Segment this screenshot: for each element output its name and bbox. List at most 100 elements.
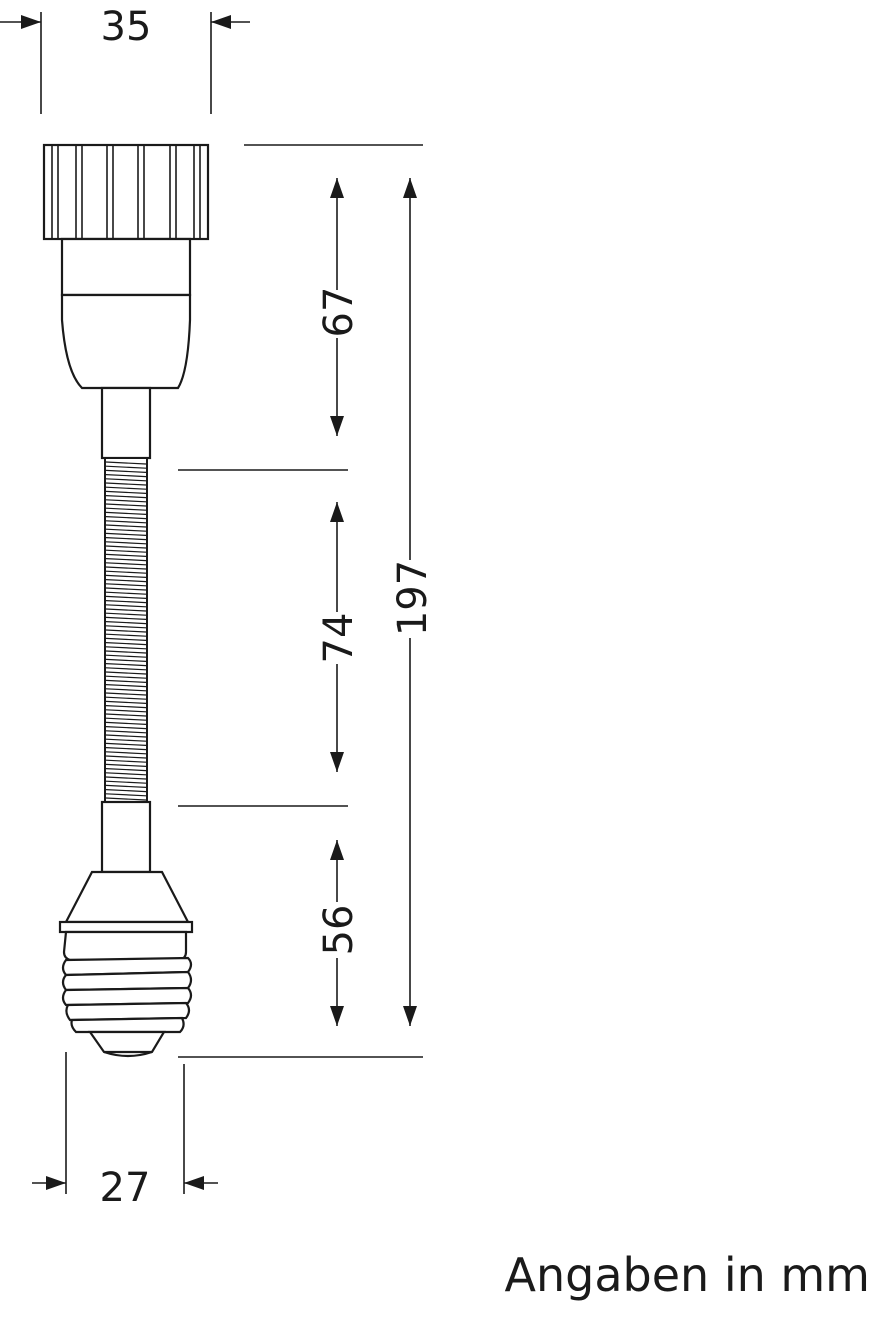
- coil-line: [105, 646, 147, 650]
- coil-line: [105, 616, 147, 620]
- coil-line: [105, 608, 147, 612]
- coil-line: [105, 793, 147, 797]
- coil-line: [105, 650, 147, 654]
- coil-line: [105, 490, 147, 494]
- coil-line: [105, 772, 147, 776]
- socket-body: [60, 293, 192, 390]
- dimension-lines: [0, 12, 423, 1194]
- coil-line: [105, 583, 147, 587]
- coil-line: [105, 768, 147, 772]
- coil-line: [105, 692, 147, 696]
- coil-line: [105, 679, 147, 683]
- coil-line: [105, 465, 147, 469]
- coil-line: [105, 654, 147, 658]
- coil-line: [105, 507, 147, 511]
- coil-line: [105, 667, 147, 671]
- lower-sleeve: [100, 800, 152, 874]
- coil-line: [105, 566, 147, 570]
- coil-line: [105, 717, 147, 721]
- coil-line: [105, 495, 147, 499]
- coil-line: [105, 675, 147, 679]
- middle-section-label: 74: [316, 613, 362, 664]
- socket-ring: [42, 143, 210, 241]
- base-collar: [58, 920, 194, 934]
- upper-sleeve: [100, 386, 152, 460]
- coil-line: [105, 759, 147, 763]
- lower-section-label: 56: [316, 905, 362, 956]
- bottom-width-label: 27: [100, 1165, 151, 1211]
- coil-line: [105, 705, 147, 709]
- coil-line: [105, 663, 147, 667]
- coil-line: [105, 516, 147, 520]
- coil-line: [105, 579, 147, 583]
- coil-line: [105, 511, 147, 515]
- coil-line: [105, 625, 147, 629]
- coil-line: [105, 595, 147, 599]
- coil-line: [105, 629, 147, 633]
- coil-line: [105, 797, 147, 801]
- coil-line: [105, 621, 147, 625]
- coil-line: [105, 637, 147, 641]
- lamp-socket-adapter: [42, 143, 210, 1058]
- coil-line: [105, 789, 147, 793]
- coil-line: [105, 688, 147, 692]
- coil-line: [105, 604, 147, 608]
- coil-line: [105, 562, 147, 566]
- socket-neck: [60, 237, 192, 297]
- coil-line: [105, 469, 147, 473]
- gooseneck: [104, 457, 148, 803]
- screw-thread: [61, 930, 193, 1058]
- coil-line: [105, 742, 147, 746]
- coil-line: [105, 700, 147, 704]
- coil-line: [105, 642, 147, 646]
- coil-line: [105, 549, 147, 553]
- coil-line: [105, 553, 147, 557]
- base-cone: [64, 870, 190, 924]
- coil-line: [105, 734, 147, 738]
- coil-line: [105, 726, 147, 730]
- coil-line: [105, 591, 147, 595]
- unit-note: Angaben in mm: [504, 1248, 870, 1302]
- coil-line: [105, 696, 147, 700]
- coil-line: [105, 478, 147, 482]
- coil-line: [105, 528, 147, 532]
- coil-line: [105, 684, 147, 688]
- coil-line: [105, 730, 147, 734]
- coil-line: [105, 633, 147, 637]
- coil-line: [105, 532, 147, 536]
- coil-line: [105, 461, 147, 465]
- coil-line: [105, 721, 147, 725]
- coil-line: [105, 499, 147, 503]
- coil-line: [105, 558, 147, 562]
- coil-line: [105, 751, 147, 755]
- coil-line: [105, 537, 147, 541]
- coil-line: [105, 541, 147, 545]
- coil-line: [105, 709, 147, 713]
- coil-line: [105, 755, 147, 759]
- coil-line: [105, 658, 147, 662]
- upper-section-label: 67: [316, 287, 362, 338]
- total-height-label: 197: [390, 560, 436, 636]
- coil-line: [105, 524, 147, 528]
- coil-line: [105, 747, 147, 751]
- coil-line: [105, 763, 147, 767]
- coil-line: [105, 587, 147, 591]
- coil-line: [105, 503, 147, 507]
- coil-line: [105, 570, 147, 574]
- top-width-label: 35: [101, 4, 152, 50]
- coil-line: [105, 600, 147, 604]
- coil-line: [105, 482, 147, 486]
- coil-line: [105, 671, 147, 675]
- coil-line: [105, 574, 147, 578]
- coil-line: [105, 784, 147, 788]
- coil-line: [105, 738, 147, 742]
- coil-line: [105, 520, 147, 524]
- coil-line: [105, 474, 147, 478]
- coil-line: [105, 780, 147, 784]
- coil-line: [105, 713, 147, 717]
- coil-line: [105, 486, 147, 490]
- coil-line: [105, 612, 147, 616]
- coil-line: [105, 776, 147, 780]
